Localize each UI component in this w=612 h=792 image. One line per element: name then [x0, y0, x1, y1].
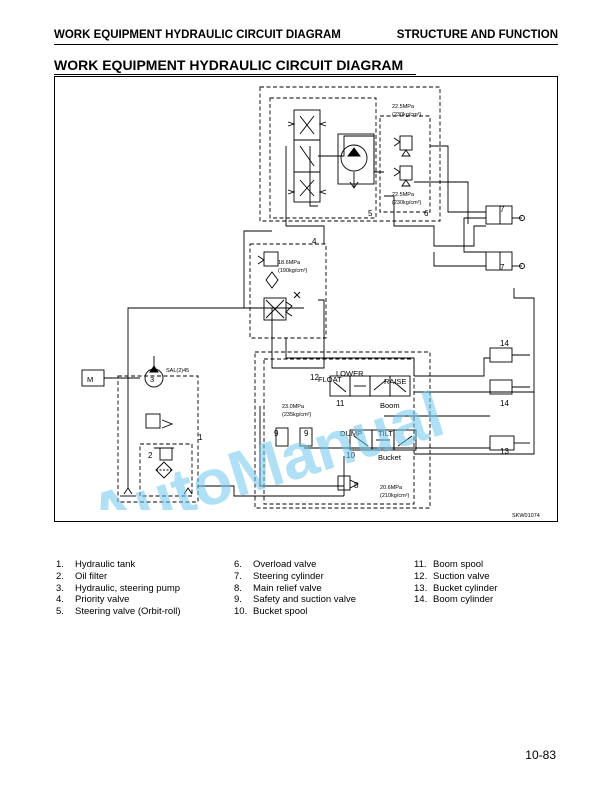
page-title: WORK EQUIPMENT HYDRAULIC CIRCUIT DIAGRAM: [54, 57, 404, 73]
relief-pressure-lower-kg: (230kg/cm²): [392, 200, 422, 206]
legend-item: 10.Bucket spool: [234, 606, 308, 618]
legend-column-1: 1.Hydraulic tank 2.Oil filter 3.Hydrauli…: [56, 559, 181, 618]
legend-item: 11.Boom spool: [414, 559, 484, 570]
legend-item: 9.Safety and suction valve: [234, 594, 356, 606]
callout-5: 5: [368, 209, 373, 218]
callout-4: 4: [312, 237, 317, 246]
legend-item: 8.Main relief valve: [234, 582, 322, 594]
callout-6: 6: [424, 209, 429, 218]
pump-motor-symbols: [81, 356, 164, 388]
callout-14-lower: 14: [500, 399, 509, 408]
legend-item: 7.Steering cylinder: [234, 570, 324, 582]
hydraulic-circuit-diagram: 22.5MPa (230kg/cm²) 22.5MPa (230kg/cm²) …: [81, 86, 540, 519]
callout-9-left: 9: [274, 429, 279, 438]
priority-pressure-kg: (190kg/cm²): [278, 268, 308, 274]
header-rule: [54, 44, 558, 45]
lower-label: LOWER: [336, 369, 364, 378]
legend-item: 3.Hydraulic, steering pump: [56, 582, 181, 594]
callout-10: 10: [346, 451, 355, 460]
legend-item: 12.Suction valve: [414, 570, 490, 582]
relief-pressure-upper: 22.5MPa: [392, 104, 415, 110]
legend-column-2: 6.Overload valve 7.Steering cylinder 8.M…: [234, 559, 356, 618]
steering-cylinders: [485, 205, 525, 271]
diagram-labels: 22.5MPa (230kg/cm²) 22.5MPa (230kg/cm²) …: [87, 104, 540, 519]
legend-item: 1.Hydraulic tank: [56, 559, 136, 570]
callout-7-upper: 7: [500, 205, 505, 214]
callout-11: 11: [336, 399, 345, 408]
title-underline: [54, 74, 416, 75]
diagram-code: SKW01074: [512, 513, 540, 519]
callout-12: 12: [310, 373, 319, 382]
legend-item: 13.Bucket cylinder: [414, 582, 498, 594]
watermark-logo: AutoManual: [80, 378, 451, 510]
work-cylinders: [489, 347, 530, 451]
legend-item: 6.Overload valve: [234, 559, 317, 570]
bucket-label: Bucket: [378, 453, 402, 462]
callout-7-lower: 7: [500, 263, 505, 272]
legend-item: 14.Boom cylinder: [414, 594, 494, 606]
callout-13: 13: [500, 447, 509, 456]
callout-2: 2: [148, 451, 153, 460]
relief-pressure-lower: 22.5MPa: [392, 192, 415, 198]
raise-label: RAISE: [384, 377, 407, 386]
steering-valve-symbol: [287, 109, 375, 203]
safety-pressure: 23.0MPa: [282, 404, 305, 410]
callout-3: 3: [150, 375, 154, 384]
header-section-title: WORK EQUIPMENT HYDRAULIC CIRCUIT DIAGRAM: [54, 29, 341, 41]
relief-pressure-upper-kg: (230kg/cm²): [392, 112, 422, 118]
dump-label: DUMP: [340, 429, 362, 438]
legend-item: 4.Priority valve: [56, 594, 130, 606]
callout-9-right: 9: [304, 429, 309, 438]
control-valve-spools: [275, 375, 417, 491]
legend-item: 5.Steering valve (Orbit-roll): [56, 606, 181, 618]
priority-valve-symbol: [257, 251, 301, 321]
dashed-unit-boundaries: [117, 86, 441, 509]
callout-1: 1: [198, 433, 203, 442]
priority-pressure: 18.6MPa: [278, 260, 301, 266]
hydraulic-tank-filter: [120, 413, 193, 497]
float-label: FLOAT: [318, 375, 342, 384]
tilt-label: TILT: [378, 429, 393, 438]
diagram-frame: [54, 76, 558, 522]
legend-item: 2.Oil filter: [56, 570, 108, 582]
watermark-text: AutoManual: [80, 378, 451, 510]
safety-pressure-kg: (235kg/cm²): [282, 412, 312, 418]
hydraulic-lines: [104, 135, 535, 497]
callout-14-upper: 14: [500, 339, 509, 348]
main-relief-pressure: 20.6MPa: [380, 485, 403, 491]
overload-valves: [393, 135, 413, 187]
motor-label: M: [87, 375, 93, 384]
legend-column-3: 11.Boom spool 12.Suction valve 13.Bucket…: [414, 559, 497, 606]
boom-label: Boom: [380, 401, 400, 410]
callout-8: 8: [354, 481, 359, 490]
header-chapter-title: STRUCTURE AND FUNCTION: [396, 29, 558, 41]
main-relief-pressure-kg: (210kg/cm²): [380, 493, 410, 499]
page-number: 10-83: [525, 748, 556, 762]
pump-code: SAL(2)45: [166, 368, 189, 374]
